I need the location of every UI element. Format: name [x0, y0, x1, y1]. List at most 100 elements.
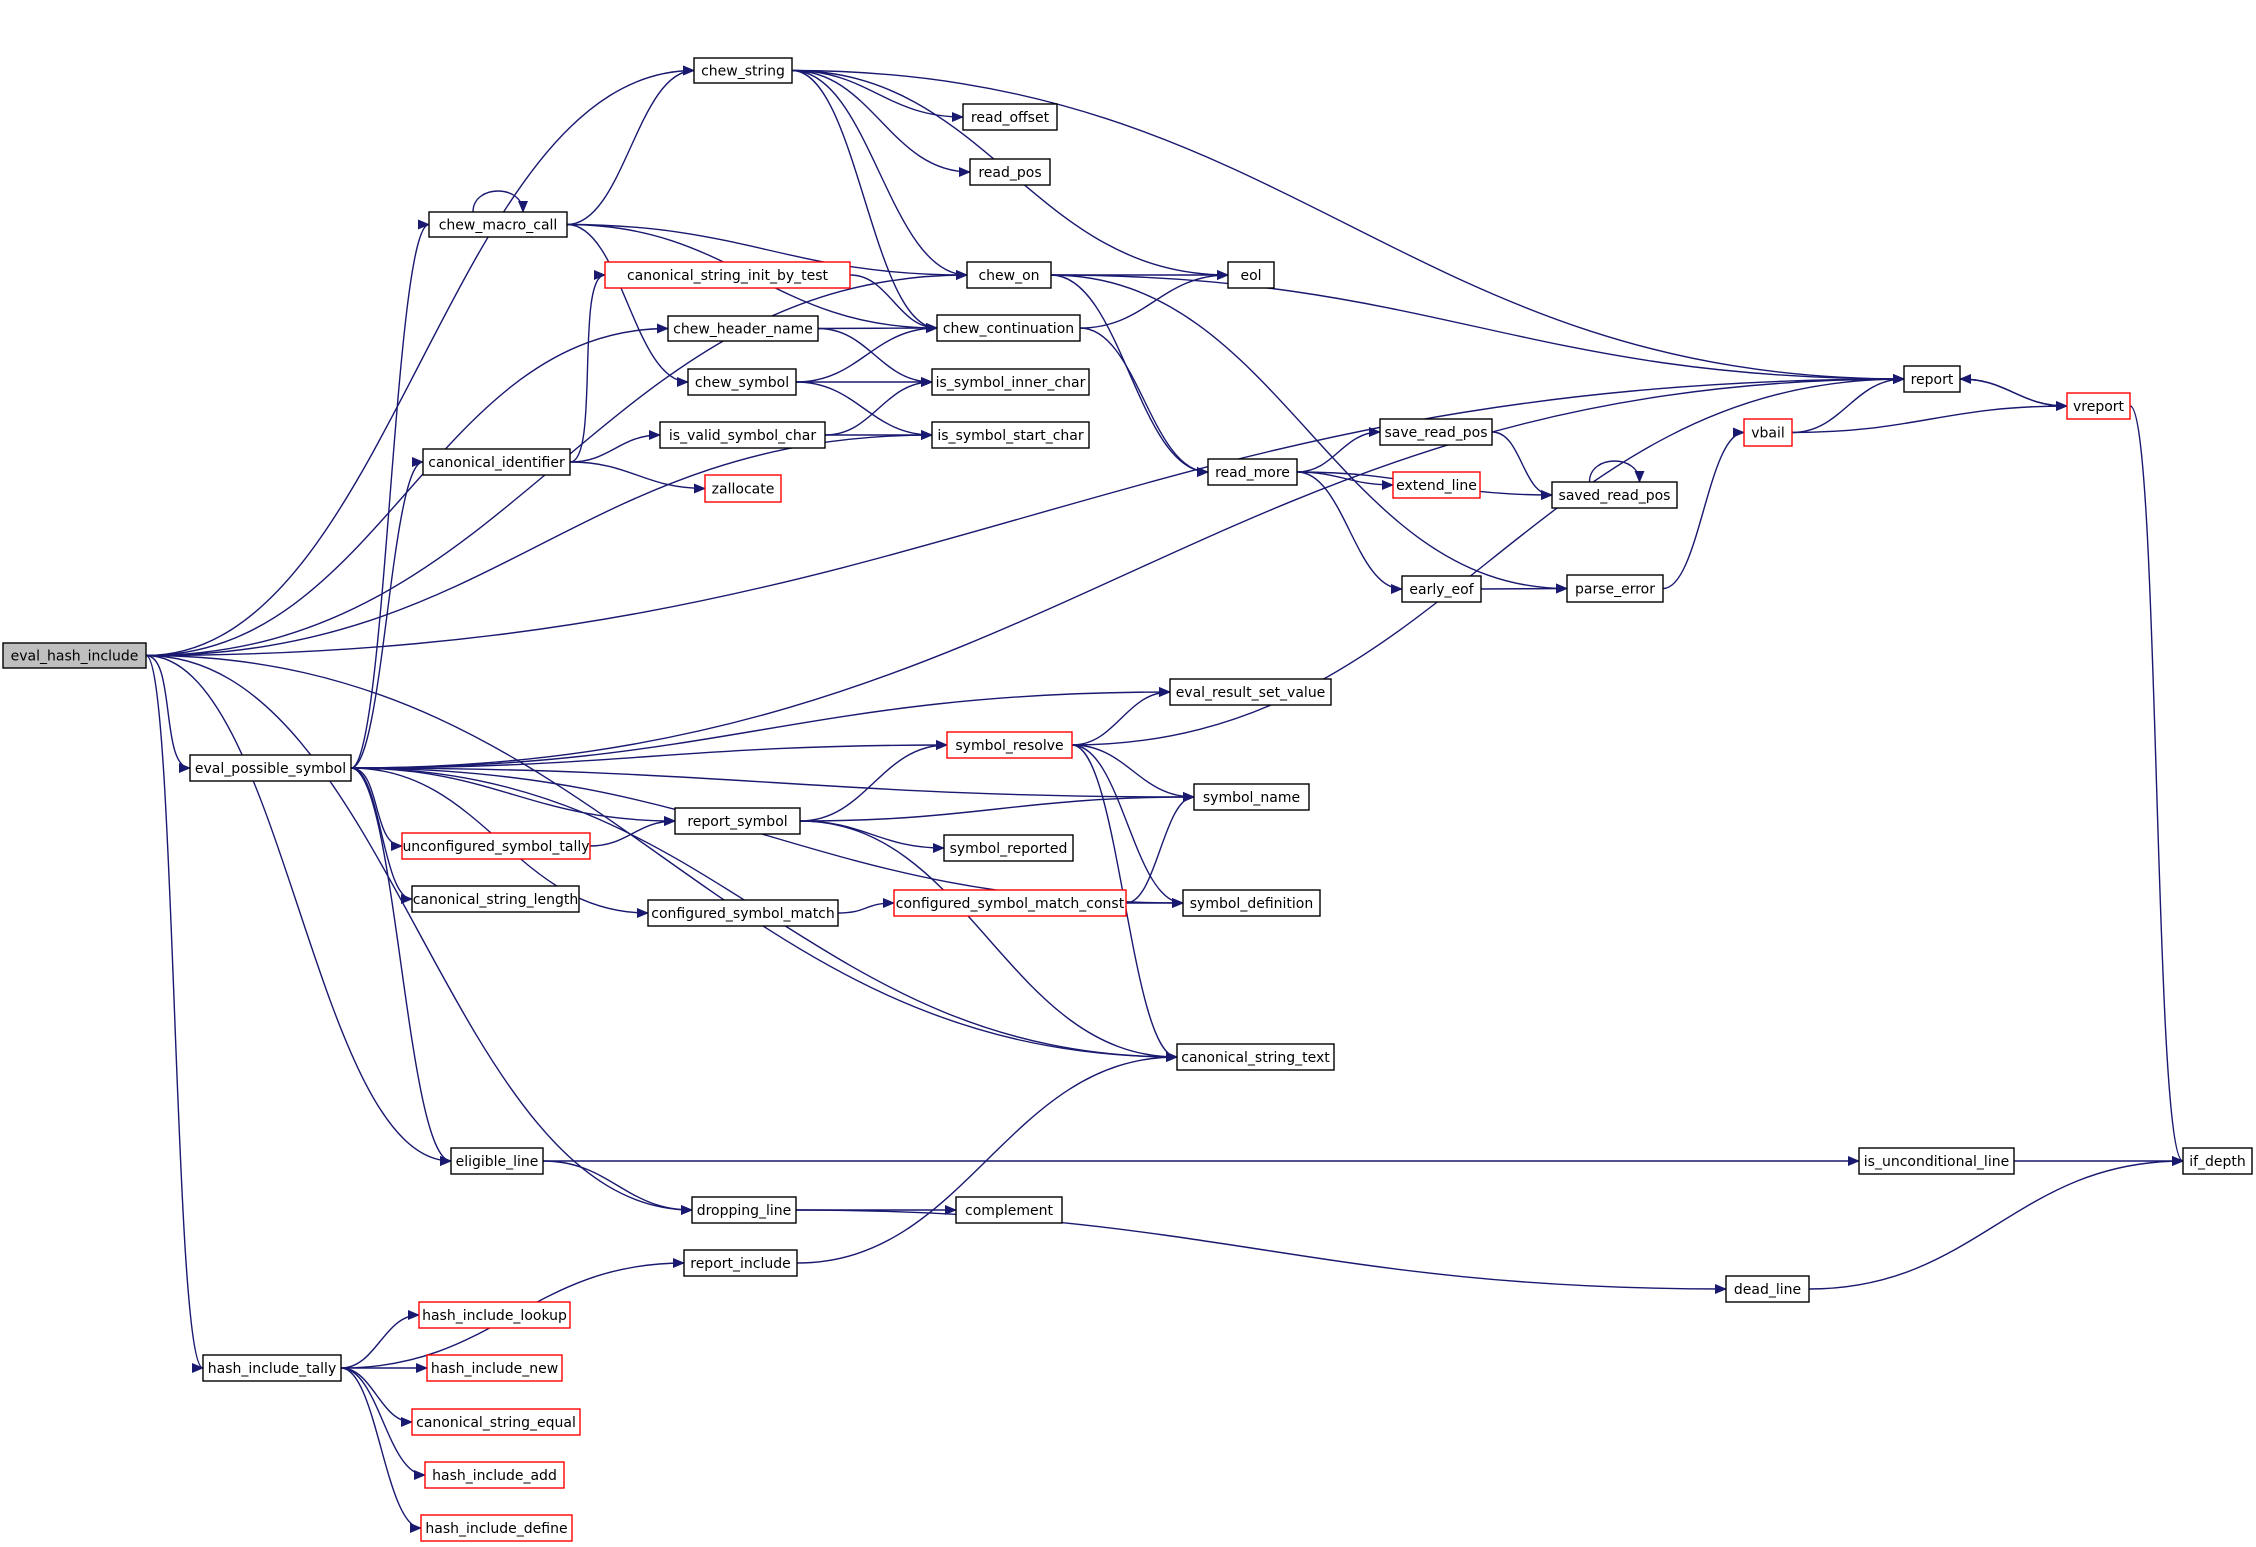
node-label: report [1911, 372, 1954, 388]
edge-eval_hash_include-to-report [145, 374, 1905, 657]
node-vreport[interactable]: vreport [2066, 392, 2131, 420]
edge-read_more-to-early_eof [1296, 471, 1403, 594]
node-symbol_resolve[interactable]: symbol_resolve [946, 731, 1073, 759]
node-box [2, 642, 147, 669]
node-label: symbol_definition [1190, 896, 1313, 912]
node-label: extend_line [1396, 478, 1477, 494]
node-dropping_line[interactable]: dropping_line [691, 1196, 797, 1224]
node-box [1207, 458, 1298, 486]
node-chew_on[interactable]: chew_on [966, 261, 1052, 289]
edge-read_more-to-save_read_pos [1296, 427, 1381, 473]
node-label: chew_macro_call [439, 218, 558, 234]
edge-vreport-to-report [1959, 374, 2068, 407]
node-chew_header_name[interactable]: chew_header_name [667, 315, 819, 342]
edge-chew_symbol-to-is_symbol_start_char [795, 381, 933, 440]
node-box [426, 1354, 563, 1382]
node-is_symbol_inner_char[interactable]: is_symbol_inner_char [931, 368, 1090, 396]
node-unconfigured_symbol_tally[interactable]: unconfigured_symbol_tally [401, 832, 591, 860]
node-read_offset[interactable]: read_offset [962, 103, 1058, 131]
node-early_eof[interactable]: early_eof [1401, 575, 1482, 603]
node-canonical_identifier[interactable]: canonical_identifier [422, 448, 571, 476]
node-eligible_line[interactable]: eligible_line [450, 1147, 544, 1175]
node-label: save_read_pos [1384, 425, 1487, 441]
node-is_symbol_start_char[interactable]: is_symbol_start_char [931, 421, 1090, 449]
node-label: report_include [690, 1256, 790, 1272]
node-canonical_string_equal[interactable]: canonical_string_equal [411, 1408, 581, 1436]
node-eval_hash_include[interactable]: eval_hash_include [2, 642, 147, 669]
node-box [1401, 575, 1482, 603]
node-label: chew_symbol [695, 375, 789, 391]
node-report_symbol[interactable]: report_symbol [674, 807, 801, 835]
node-canonical_string_text[interactable]: canonical_string_text [1176, 1043, 1335, 1071]
edge-chew_on-to-report [1050, 274, 1905, 384]
node-report[interactable]: report [1903, 365, 1961, 393]
node-label: read_more [1215, 465, 1290, 481]
edge-chew_macro_call-to-chew_on [566, 223, 968, 280]
edge-symbol_resolve-to-symbol_definition [1071, 744, 1184, 908]
node-box [955, 1196, 1063, 1224]
edge-eval_possible_symbol-to-eval_result_set_value [350, 687, 1171, 769]
node-read_pos[interactable]: read_pos [969, 158, 1051, 186]
node-complement[interactable]: complement [955, 1196, 1063, 1224]
node-chew_symbol[interactable]: chew_symbol [687, 368, 797, 396]
node-vbail[interactable]: vbail [1743, 418, 1793, 447]
node-hash_include_new[interactable]: hash_include_new [426, 1354, 563, 1382]
node-save_read_pos[interactable]: save_read_pos [1379, 418, 1493, 446]
node-hash_include_tally[interactable]: hash_include_tally [202, 1354, 342, 1382]
node-label: canonical_string_init_by_test [627, 268, 829, 284]
node-label: chew_string [701, 64, 785, 80]
edge-chew_continuation-to-read_more [1079, 327, 1209, 477]
node-label: vreport [2073, 399, 2125, 415]
node-hash_include_define[interactable]: hash_include_define [420, 1514, 573, 1542]
node-saved_read_pos[interactable]: saved_read_pos [1551, 481, 1678, 509]
node-label: is_symbol_start_char [937, 428, 1083, 444]
node-hash_include_lookup[interactable]: hash_include_lookup [418, 1301, 571, 1329]
node-eol[interactable]: eol [1227, 261, 1275, 289]
node-configured_symbol_match_const[interactable]: configured_symbol_match_const [893, 889, 1127, 917]
edge-configured_symbol_match-to-configured_symbol_match_const [837, 898, 895, 914]
node-symbol_name[interactable]: symbol_name [1193, 783, 1310, 811]
edge-hash_include_tally-to-canonical_string_equal [340, 1367, 413, 1427]
edge-chew_string-to-chew_continuation [791, 69, 938, 333]
node-box [966, 261, 1052, 289]
node-label: eol [1240, 268, 1261, 284]
edge-chew_macro_call-to-chew_macro_call [472, 190, 528, 213]
node-label: dead_line [1734, 1282, 1801, 1298]
node-box [1169, 678, 1332, 706]
node-layer: eval_hash_include chew_string read_offsetr… [2, 57, 2253, 1542]
edge-chew_string-to-read_pos [791, 69, 971, 177]
node-box [422, 448, 571, 476]
node-eval_possible_symbol[interactable]: eval_possible_symbol [189, 754, 352, 782]
node-symbol_definition[interactable]: symbol_definition [1182, 889, 1321, 917]
node-label: vbail [1751, 426, 1785, 442]
edge-chew_string-to-chew_on [791, 69, 968, 280]
node-report_include[interactable]: report_include [683, 1249, 798, 1277]
node-is_unconditional_line[interactable]: is_unconditional_line [1858, 1147, 2015, 1175]
node-configured_symbol_match[interactable]: configured_symbol_match [647, 899, 839, 927]
edge-early_eof-to-parse_error [1480, 583, 1568, 594]
node-canonical_string_init_by_test[interactable]: canonical_string_init_by_test [604, 261, 851, 289]
node-box [424, 1461, 565, 1489]
edge-eval_hash_include-to-hash_include_tally [145, 654, 204, 1373]
node-is_valid_symbol_char[interactable]: is_valid_symbol_char [659, 421, 826, 449]
node-hash_include_add[interactable]: hash_include_add [424, 1461, 565, 1489]
node-extend_line[interactable]: extend_line [1392, 471, 1481, 499]
node-box [1176, 1043, 1335, 1071]
node-label: chew_on [978, 268, 1039, 284]
node-dead_line[interactable]: dead_line [1725, 1275, 1810, 1303]
node-if_depth[interactable]: if_depth [2182, 1147, 2253, 1175]
node-eval_result_set_value[interactable]: eval_result_set_value [1169, 678, 1332, 706]
node-read_more[interactable]: read_more [1207, 458, 1298, 486]
node-box [450, 1147, 544, 1175]
node-chew_string[interactable]: chew_string [693, 57, 793, 84]
node-box [401, 832, 591, 860]
node-box [1903, 365, 1961, 393]
node-chew_macro_call[interactable]: chew_macro_call [428, 211, 568, 238]
edge-chew_continuation-to-eol [1079, 270, 1229, 329]
node-label: if_depth [2189, 1154, 2246, 1170]
node-parse_error[interactable]: parse_error [1566, 574, 1664, 603]
node-chew_continuation[interactable]: chew_continuation [936, 314, 1081, 342]
node-zallocate[interactable]: zallocate [704, 474, 782, 503]
node-symbol_reported[interactable]: symbol_reported [943, 834, 1074, 862]
node-canonical_string_length[interactable]: canonical_string_length [411, 885, 580, 913]
